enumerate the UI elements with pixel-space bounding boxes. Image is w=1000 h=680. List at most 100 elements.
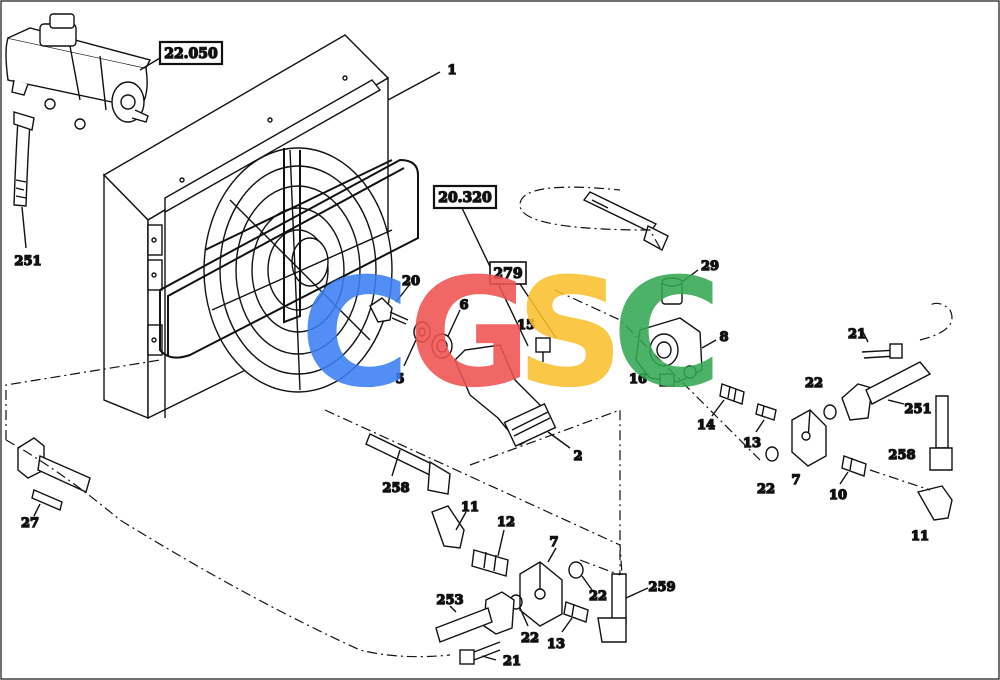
- label-258-center: 258: [382, 481, 409, 496]
- fitting-12: [471, 549, 509, 577]
- leader-line: [447, 309, 461, 337]
- label-21-lower: 21: [503, 654, 521, 669]
- plug-16: [659, 373, 675, 387]
- leader-line: [387, 71, 441, 101]
- label-259: 259: [648, 580, 675, 595]
- leader-line: [497, 529, 505, 557]
- label-251-right: 251: [904, 402, 931, 417]
- label-15: 15: [517, 318, 535, 333]
- hose-251: [13, 111, 35, 207]
- leader-line: [519, 607, 529, 627]
- block-7-lower: [519, 561, 563, 627]
- leader-line: [561, 617, 573, 633]
- label-22-b: 22: [805, 376, 823, 391]
- leader-line: [33, 503, 41, 517]
- label-20: 20: [402, 274, 420, 289]
- label-2: 2: [573, 449, 582, 464]
- ref-279: 279: [493, 266, 522, 282]
- leader-line: [391, 449, 401, 477]
- watermark-letter-c2: C: [612, 247, 722, 421]
- hydraulic-motor: [5, 13, 152, 130]
- watermark-letter-c1: C: [300, 247, 410, 421]
- label-10: 10: [829, 488, 847, 503]
- leader-line: [455, 511, 467, 531]
- label-22-a: 22: [757, 482, 775, 497]
- fan-tube-frame: [159, 148, 419, 359]
- watermark: C G S C: [300, 247, 722, 421]
- leader-line: [139, 57, 161, 71]
- fitting-29: [661, 277, 683, 305]
- oring-22-right-low: [765, 446, 779, 462]
- watermark-letter-g: G: [408, 247, 531, 421]
- bolt-21-right: [861, 343, 903, 359]
- label-251-left: 251: [14, 254, 41, 269]
- leader-line: [681, 269, 699, 283]
- bolt-20: [369, 297, 409, 325]
- leader-line: [861, 329, 869, 343]
- leader-line: [547, 431, 571, 449]
- label-29: 29: [701, 259, 719, 274]
- label-253: 253: [436, 593, 463, 608]
- routing-lines: [5, 186, 953, 658]
- leader-line: [887, 399, 905, 405]
- label-11-right: 11: [911, 529, 929, 544]
- fitting-13-upper: [755, 403, 777, 421]
- ref-box-22050: [158, 40, 224, 66]
- leader-line: [755, 419, 765, 433]
- leader-line: [701, 339, 717, 349]
- leader-line: [519, 283, 557, 339]
- leader-line: [403, 339, 417, 367]
- bolt-21-lower: [459, 641, 501, 665]
- ref-22050: 22.050: [164, 46, 218, 62]
- leader-line: [839, 471, 849, 485]
- leader-line: [547, 547, 557, 563]
- leader-line: [21, 206, 27, 249]
- label-21-right: 21: [848, 327, 866, 342]
- label-14: 14: [697, 418, 715, 433]
- hose-259: [597, 573, 627, 643]
- ref-20320: 20.320: [438, 190, 492, 206]
- elbow-11-center: [431, 505, 465, 549]
- spacer-6: [431, 333, 453, 359]
- label-6: 6: [459, 298, 468, 313]
- oring-22-right-high: [823, 404, 837, 420]
- label-13-lower: 13: [547, 637, 565, 652]
- sensor-15: [535, 337, 551, 362]
- valve-block-8: [635, 317, 703, 383]
- label-13-upper: 13: [743, 436, 761, 451]
- washer-5: [413, 321, 431, 343]
- hose-258-right: [929, 395, 953, 471]
- ref-box-279: [489, 261, 527, 285]
- label-22-d: 22: [521, 631, 539, 646]
- flange-27: [17, 437, 91, 511]
- label-5: 5: [395, 372, 404, 387]
- flange-251-right: [841, 361, 932, 421]
- fitting-14: [719, 383, 745, 405]
- label-12: 12: [497, 515, 515, 530]
- leader-line: [449, 605, 457, 613]
- label-258-right: 258: [888, 448, 915, 463]
- fitting-13-lower: [563, 601, 589, 623]
- label-1: 1: [447, 63, 456, 78]
- leader-line: [481, 655, 497, 661]
- leader-line: [581, 575, 593, 591]
- label-8: 8: [719, 330, 728, 345]
- ref-box-20320: [432, 184, 498, 210]
- label-7-right: 7: [791, 473, 800, 488]
- flange-253: [435, 591, 515, 643]
- hose-258-center: [365, 433, 451, 495]
- elbow-11-right: [916, 485, 953, 521]
- watermark-letter-s: S: [516, 247, 624, 421]
- oring-22-lower-right: [568, 561, 584, 579]
- hose-top-right: [582, 191, 669, 251]
- label-11-center: 11: [461, 500, 479, 515]
- leader-line: [395, 283, 411, 303]
- leader-line: [625, 587, 649, 599]
- label-27: 27: [21, 516, 39, 531]
- fitting-2: [454, 344, 557, 448]
- label-16: 16: [629, 372, 647, 387]
- label-7-lower: 7: [549, 535, 558, 550]
